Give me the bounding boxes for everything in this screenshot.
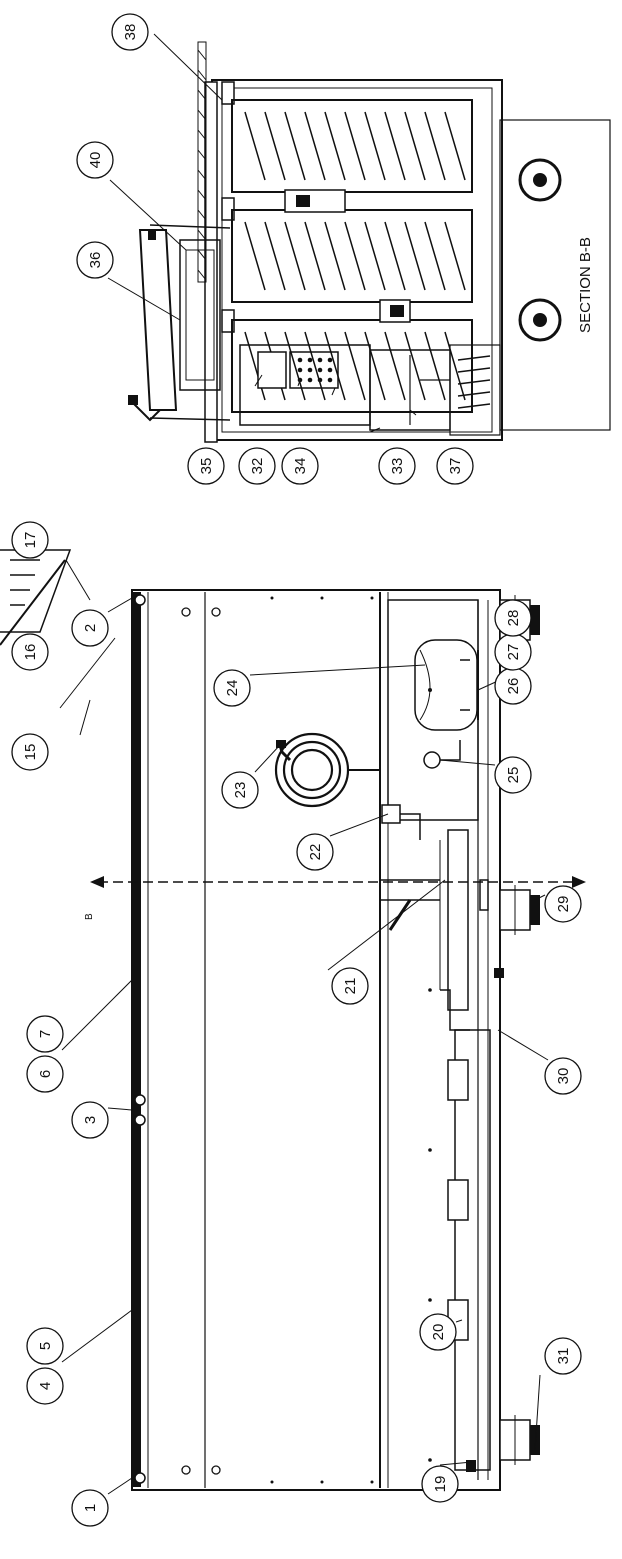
balloon-25: 25 xyxy=(494,756,532,794)
basket-trays xyxy=(231,99,473,413)
caster-31 xyxy=(499,1415,540,1465)
balloon-27: 27 xyxy=(494,633,532,671)
balloon-26: 26 xyxy=(494,667,532,705)
balloon-19: 19 xyxy=(421,1465,459,1503)
svg-text:25: 25 xyxy=(505,767,522,784)
balloon-22: 22 xyxy=(296,833,334,871)
balloon-16: 16 xyxy=(11,633,49,671)
balloon-40: 40 xyxy=(76,141,114,179)
svg-text:4: 4 xyxy=(37,1382,54,1390)
balloon-1: 1 xyxy=(71,1489,109,1527)
section-bb-view: 38 40 36 35 32 34 33 37 SECTION B-B xyxy=(76,13,611,485)
caster-29 xyxy=(499,885,540,935)
coiled-hose xyxy=(274,732,381,808)
balloon-38: 38 xyxy=(111,13,149,51)
element-compartment xyxy=(239,344,501,436)
svg-text:23: 23 xyxy=(232,782,249,799)
svg-text:1: 1 xyxy=(82,1504,99,1512)
perspective-detail xyxy=(0,549,72,646)
balloon-33: 33 xyxy=(378,447,416,485)
svg-text:36: 36 xyxy=(87,252,104,269)
svg-text:31: 31 xyxy=(555,1348,572,1365)
svg-text:28: 28 xyxy=(505,610,522,627)
balloon-17: 17 xyxy=(11,521,49,559)
balloon-28: 28 xyxy=(494,599,532,637)
svg-text:34: 34 xyxy=(292,458,309,475)
balloon-31: 31 xyxy=(544,1337,582,1375)
svg-text:26: 26 xyxy=(505,678,522,695)
svg-text:24: 24 xyxy=(224,680,241,697)
svg-text:30: 30 xyxy=(555,1068,572,1085)
drawer-rail xyxy=(447,1029,491,1472)
svg-text:35: 35 xyxy=(198,458,215,475)
balloon-32: 32 xyxy=(238,447,276,485)
section-title: SECTION B-B xyxy=(577,237,594,333)
svg-text:32: 32 xyxy=(249,458,266,475)
balloon-3: 3 xyxy=(71,1101,109,1139)
balloon-21: 21 xyxy=(331,967,369,1005)
lid-assembly xyxy=(128,224,231,422)
balloon-37: 36 xyxy=(76,241,114,279)
balloon-34: 34 xyxy=(281,447,319,485)
svg-text:16: 16 xyxy=(22,644,39,661)
pump-basin xyxy=(414,639,479,769)
leader-lines xyxy=(59,559,549,1495)
svg-text:21: 21 xyxy=(342,978,359,995)
svg-text:17: 17 xyxy=(22,532,39,549)
balloon-35: 35 xyxy=(187,447,225,485)
svg-text:5: 5 xyxy=(37,1342,54,1350)
balloon-29: 29 xyxy=(544,885,582,923)
svg-text:33: 33 xyxy=(389,458,406,475)
svg-text:37: 37 xyxy=(447,458,464,475)
balloon-7: 7 xyxy=(26,1015,64,1053)
balloon-4: 4 xyxy=(26,1367,64,1405)
svg-text:20: 20 xyxy=(430,1324,447,1341)
svg-text:27: 27 xyxy=(505,644,522,661)
svg-text:6: 6 xyxy=(37,1070,54,1078)
svg-text:15: 15 xyxy=(22,744,39,761)
balloon-2: 2 xyxy=(71,609,109,647)
probe-rod xyxy=(197,41,207,283)
svg-text:38: 38 xyxy=(122,24,139,41)
shelf-assembly xyxy=(380,829,489,1031)
svg-text:2: 2 xyxy=(82,624,99,632)
balloon-20: 20 xyxy=(419,1313,457,1351)
section-leader-lines xyxy=(107,33,417,433)
balloon-15: 15 xyxy=(11,733,49,771)
main-elevation-view: B B xyxy=(0,521,586,1527)
section-arrow-label-left: B xyxy=(84,913,95,920)
svg-text:40: 40 xyxy=(87,152,104,169)
section-casters xyxy=(499,119,611,431)
balloon-24: 24 xyxy=(213,669,251,707)
balloon-5: 5 xyxy=(26,1327,64,1365)
svg-text:29: 29 xyxy=(555,896,572,913)
balloon-30: 30 xyxy=(544,1057,582,1095)
svg-text:22: 22 xyxy=(307,844,324,861)
svg-text:7: 7 xyxy=(37,1030,54,1038)
balloon-6: 6 xyxy=(26,1055,64,1093)
svg-text:19: 19 xyxy=(432,1476,449,1493)
svg-text:3: 3 xyxy=(82,1116,99,1124)
balloon-36: 37 xyxy=(436,447,474,485)
balloon-23: 23 xyxy=(221,771,259,809)
